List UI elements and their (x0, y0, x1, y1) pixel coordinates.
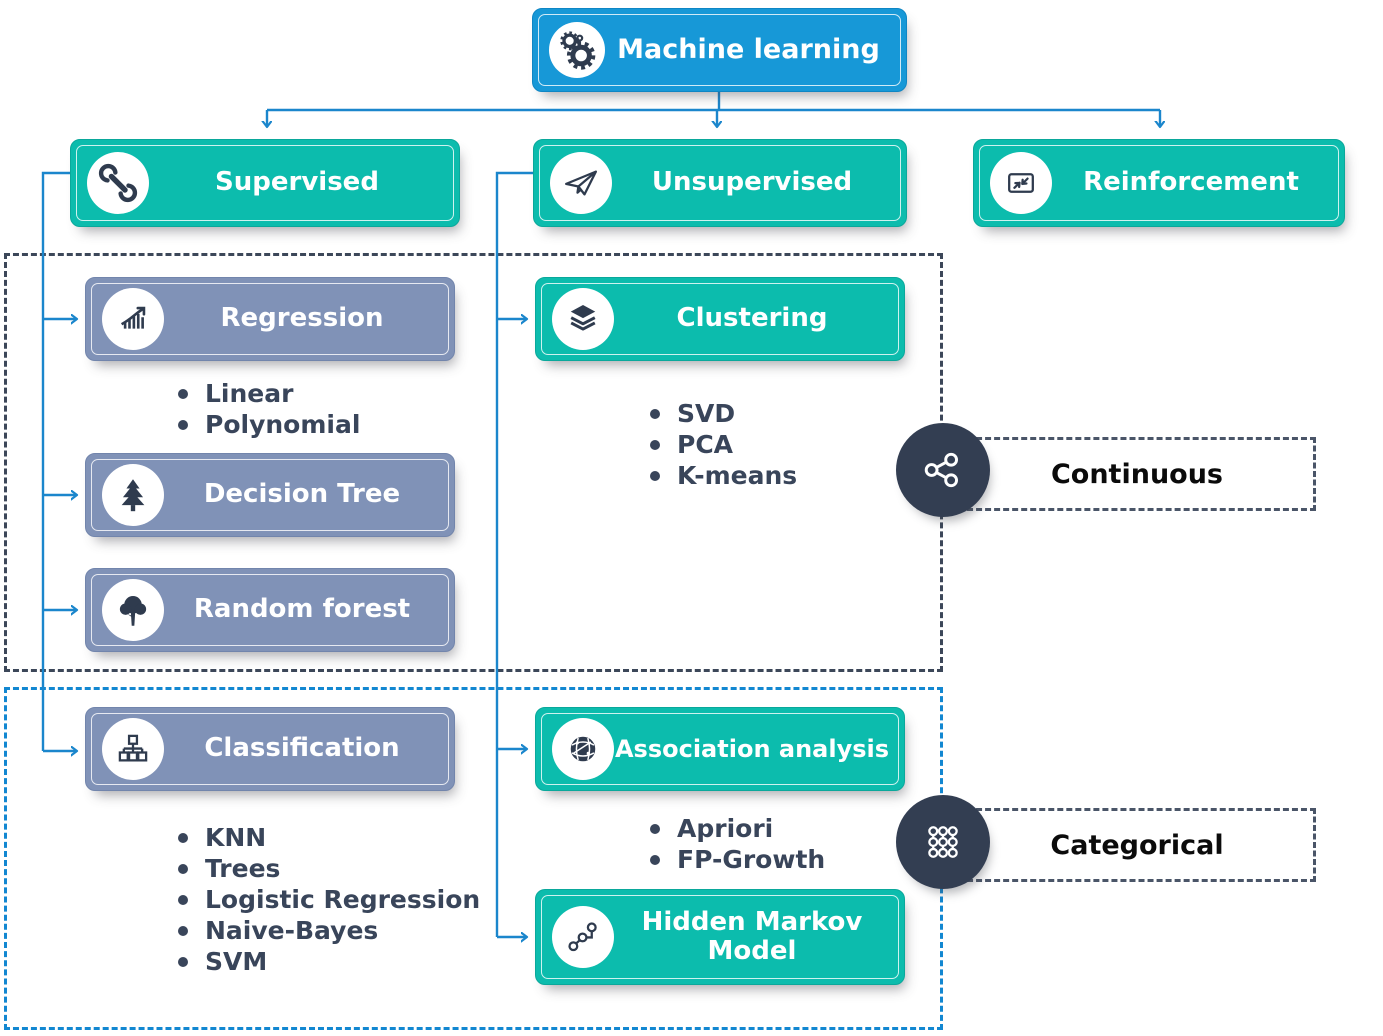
list-item: SVM (178, 946, 480, 977)
globe-network-icon (552, 718, 614, 780)
wrench-icon (87, 152, 149, 214)
share-nodes-icon (896, 423, 990, 517)
hierarchy-icon (102, 718, 164, 780)
node-label: Machine learning (617, 33, 880, 65)
node-label: Supervised (215, 167, 379, 198)
layers-icon (552, 288, 614, 350)
list-item: PCA (650, 429, 797, 460)
list-item: Linear (178, 378, 360, 409)
node-label: Clustering (676, 303, 828, 334)
node-unsupervised: Unsupervised (503, 139, 937, 227)
badge-label: Continuous (1050, 458, 1224, 490)
gears-icon (549, 22, 605, 78)
node-label: Decision Tree (203, 479, 401, 510)
list-item: KNN (178, 822, 480, 853)
node-hidden-markov-model: Hidden Markov Model (505, 889, 935, 985)
list-item: FP-Growth (650, 844, 825, 875)
node-label: Association analysis (614, 734, 890, 763)
list-item: Naive-Bayes (178, 915, 480, 946)
list-item: K-means (650, 460, 797, 491)
node-reinforcement: Reinforcement (943, 139, 1375, 227)
node-association-analysis: Association analysis (505, 707, 935, 791)
markov-chain-icon (552, 906, 614, 968)
node-classification: Classification (55, 707, 485, 791)
dot-grid-icon (896, 795, 990, 889)
node-decision-tree: Decision Tree (55, 453, 485, 537)
node-supervised: Supervised (40, 139, 490, 227)
node-label: Hidden Markov Model (641, 906, 863, 966)
node-regression: Regression (55, 277, 485, 361)
classification-methods-list: KNN Trees Logistic Regression Naive-Baye… (178, 822, 480, 977)
clustering-methods-list: SVD PCA K-means (650, 398, 797, 491)
regression-methods-list: Linear Polynomial (178, 378, 360, 440)
badge-categorical: Categorical (958, 808, 1316, 882)
node-label: Random forest (193, 594, 411, 625)
list-item: SVD (650, 398, 797, 429)
list-item: Polynomial (178, 409, 360, 440)
list-item: Trees (178, 853, 480, 884)
pine-tree-icon (102, 464, 164, 526)
node-label: Unsupervised (651, 167, 853, 198)
node-label: Classification (204, 733, 400, 764)
trend-chart-icon (102, 288, 164, 350)
node-machine-learning: Machine learning (502, 8, 937, 92)
round-tree-icon (102, 579, 164, 641)
shrink-arrows-icon (990, 152, 1052, 214)
node-label: Reinforcement (1083, 167, 1299, 198)
association-methods-list: Apriori FP-Growth (650, 813, 825, 875)
node-clustering: Clustering (505, 277, 935, 361)
paper-plane-icon (550, 152, 612, 214)
badge-continuous: Continuous (958, 437, 1316, 511)
node-random-forest: Random forest (55, 568, 485, 652)
list-item: Apriori (650, 813, 825, 844)
list-item: Logistic Regression (178, 884, 480, 915)
badge-label: Categorical (1050, 829, 1224, 861)
node-label: Regression (220, 303, 384, 334)
